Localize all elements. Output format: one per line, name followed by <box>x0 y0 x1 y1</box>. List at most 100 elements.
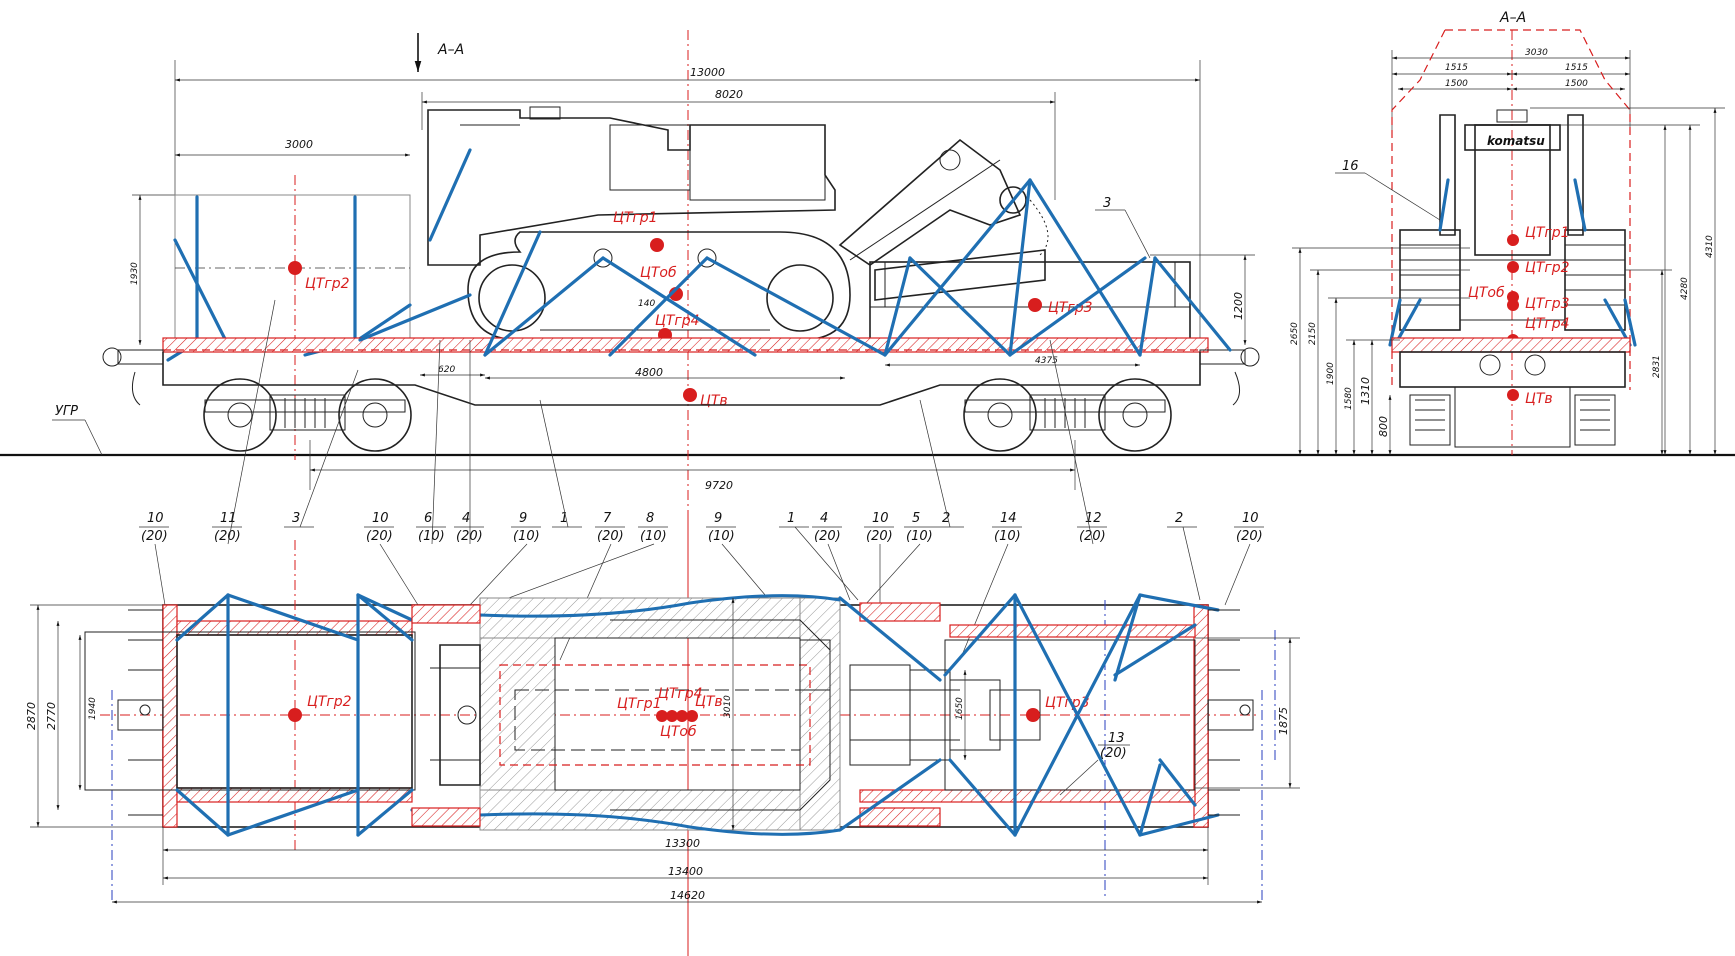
callout-quantity: (10) <box>994 529 1021 544</box>
loading-gauge-outline <box>1391 29 1631 390</box>
callout-number: 9 <box>714 511 722 526</box>
dim-right-height: 1200 <box>1232 292 1245 320</box>
cg-load2-section: ЦТгр2 <box>1525 260 1570 276</box>
bulldozer-side <box>427 106 1049 341</box>
section-deck <box>1391 337 1631 353</box>
callout-quantity: (10) <box>640 529 667 544</box>
callout-number: 4 <box>462 511 470 526</box>
bulldozer-plan <box>430 597 841 831</box>
callout-number: 2 <box>942 511 950 526</box>
dim-9720: 9720 <box>705 479 733 492</box>
dim-tracks: 4800 <box>635 366 663 379</box>
callout-quantity: (20) <box>366 529 393 544</box>
dim-h4310: 4310 <box>1705 235 1715 258</box>
dim-1500-right: 1500 <box>1565 79 1588 89</box>
section-arrow-label: А–А <box>437 42 464 58</box>
callout-number: 5 <box>912 511 920 526</box>
cg-wagon-side-marker <box>683 388 697 402</box>
dim-h2650: 2650 <box>1290 322 1300 345</box>
dim-overall: 13000 <box>690 66 725 79</box>
bulldozer-front: komatsu <box>1399 109 1626 331</box>
dim-left-height: 1930 <box>130 262 140 285</box>
callout-number: 1 <box>787 511 795 526</box>
callout-number: 14 <box>1000 511 1017 526</box>
callout-number: 2 <box>1175 511 1183 526</box>
callout-number: 12 <box>1085 511 1102 526</box>
callout-number: 10 <box>147 511 164 526</box>
callout-leader <box>864 543 921 606</box>
bulldozer-tiedowns-side <box>358 148 1232 357</box>
callout-quantity: (20) <box>1079 529 1106 544</box>
dim-4375: 4375 <box>1035 356 1058 366</box>
callout-quantity: (20) <box>1236 529 1263 544</box>
ground-label: УГР <box>55 404 78 419</box>
callout-leader <box>794 526 859 601</box>
callout-leader <box>227 299 276 545</box>
dim-load-length: 8020 <box>715 88 743 101</box>
callout-quantity: (20) <box>814 529 841 544</box>
callout-leader <box>469 543 528 606</box>
cg-load3-side-marker <box>1028 298 1042 312</box>
callout-quantity: (10) <box>513 529 540 544</box>
load-2-plan <box>176 634 413 789</box>
dim-h4280: 4280 <box>1680 277 1690 300</box>
dim-h1900: 1900 <box>1326 362 1336 385</box>
callout-number: 6 <box>424 511 432 526</box>
plan-callout-13-qty: (20) <box>1100 746 1127 761</box>
coupler-plan-left <box>117 699 164 731</box>
callout-quantity: (20) <box>597 529 624 544</box>
dim-1650: 1650 <box>955 697 965 720</box>
callout-quantity: (20) <box>866 529 893 544</box>
section-view: А–А 3030 1515 1515 1500 1500 komatsu <box>1290 10 1725 455</box>
dim-1515-right: 1515 <box>1565 63 1588 73</box>
cg-load4-side: ЦТгр4 <box>655 313 700 329</box>
side-callout-3: 3 <box>1103 196 1111 211</box>
callout-number: 10 <box>372 511 389 526</box>
bogie-left <box>203 378 412 452</box>
callout-leader <box>154 543 166 606</box>
dim-620: 620 <box>438 365 455 375</box>
dim-1515-left: 1515 <box>1445 63 1468 73</box>
callout-number: 1 <box>560 511 568 526</box>
dim-h2150: 2150 <box>1308 322 1318 345</box>
cg-common-side: ЦТоб <box>640 265 677 281</box>
callout-leader <box>431 339 441 545</box>
dim-left-block: 3000 <box>285 138 313 151</box>
cg-load4-section: ЦТгр4 <box>1525 316 1570 332</box>
dim-1875: 1875 <box>1277 707 1290 735</box>
cg-common-plan: ЦТоб <box>660 724 697 740</box>
load-3-tiedowns-plan <box>838 593 1220 837</box>
callout-leader <box>539 399 569 528</box>
callout-leader <box>1049 339 1094 545</box>
dim-2870: 2870 <box>25 702 38 730</box>
callout-number: 9 <box>519 511 527 526</box>
callout-leader <box>919 399 951 528</box>
load-2-tiedowns-plan <box>175 593 414 837</box>
callout-quantity: (10) <box>418 529 445 544</box>
callout-leader <box>827 543 851 601</box>
brand-label: komatsu <box>1487 134 1545 148</box>
dim-1940: 1940 <box>88 697 98 720</box>
cg-load3-section: ЦТгр3 <box>1525 296 1570 312</box>
dim-h800: 800 <box>1377 416 1390 437</box>
cg-load4-plan: ЦТгр4 <box>658 686 703 702</box>
cg-load2-plan: ЦТгр2 <box>307 694 352 710</box>
callout-number: 4 <box>820 511 828 526</box>
dim-13400: 13400 <box>668 865 703 878</box>
callout-number: 7 <box>603 511 612 526</box>
coupler-left <box>102 347 164 406</box>
callout-quantity: (20) <box>456 529 483 544</box>
side-callout-16: 16 <box>1342 159 1359 174</box>
cg-load3-plan: ЦТгр3 <box>1045 695 1090 711</box>
cg-load1-plan: ЦТгр1 <box>617 696 662 712</box>
coupler-right <box>1199 347 1260 406</box>
dim-13300: 13300 <box>665 837 700 850</box>
callout-quantity: (20) <box>214 529 241 544</box>
dim-3010: 3010 <box>723 695 733 718</box>
cg-load1-side-marker <box>650 238 664 252</box>
callout-quantity: (10) <box>906 529 933 544</box>
dim-cg-140: 140 <box>638 299 655 309</box>
dim-3030: 3030 <box>1525 48 1548 58</box>
plan-view: ЦТгр2 <box>25 520 1300 956</box>
